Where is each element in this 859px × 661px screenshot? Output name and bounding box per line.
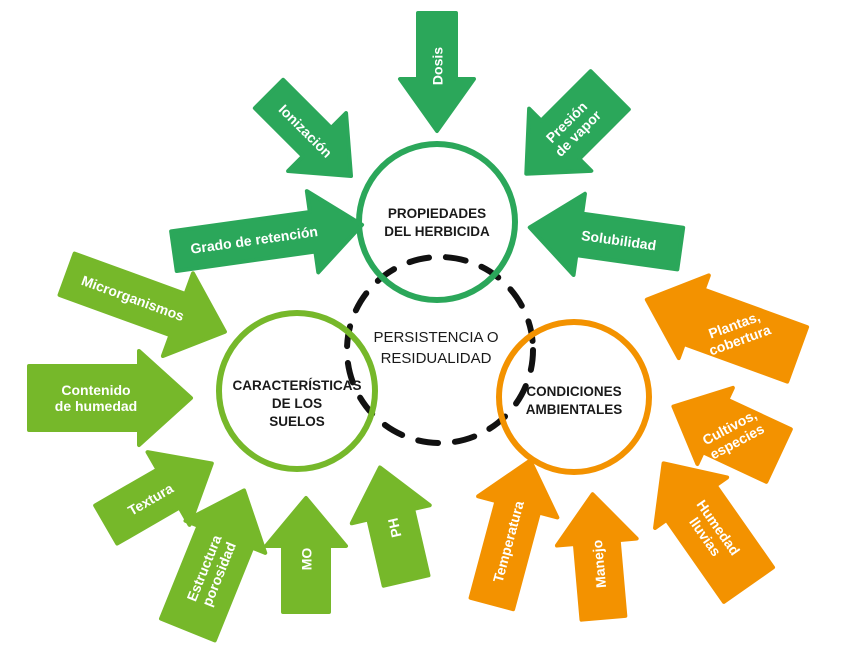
herbicide-label-line2: DEL HERBICIDA [384,224,490,239]
environment-circle [496,319,652,475]
soil-label-line2: DE LOS [272,396,322,411]
arrow-ph: PH [349,465,432,588]
arrow-estructura-porosidad: Estructuraporosidad [159,488,268,643]
arrow-cultivos-especies: Cultivos,especies [671,385,793,484]
arrow-manejo-shape [554,492,639,622]
arrow-humedad-lluvias: Humedadlluvias [653,461,776,604]
center-dashed-circle [344,254,536,446]
environment-label-line1: CONDICIONES [526,384,621,399]
arrow-label-line: Dosis [429,47,445,85]
arrow-ionizacion-shape [252,77,354,179]
arrow-dosis: Dosis [398,11,476,133]
arrow-estructura-porosidad-shape [159,488,268,643]
herbicide-circle [356,141,518,303]
arrow-presion-de-vapor: Presiónde vapor [524,69,631,176]
herbicide-label-line1: PROPIEDADES [388,206,486,221]
arrow-solubilidad-shape [527,191,686,277]
arrow-label-line: de humedad [55,398,137,414]
arrow-temperatura: Temperatura [468,458,560,612]
arrow-plantas-cobertura: Plantas,cobertura [644,273,810,384]
arrow-textura: Textura [93,450,214,546]
arrow-label-line: PH [385,516,405,539]
soil-label-line3: SUELOS [269,414,325,429]
center-label-line1: PERSISTENCIA O [373,329,498,346]
soil-label-line1: CARACTERÍSTICAS [232,378,361,393]
arrow-label-line: MO [299,548,315,571]
arrow-mo-label: MO [299,548,315,571]
arrow-microorganismos-shape [57,251,227,358]
arrow-solubilidad: Solubilidad [527,191,686,277]
arrow-ionizacion: Ionización [252,77,354,179]
arrow-label-line: Manejo [589,539,609,588]
arrow-dosis-label: Dosis [429,47,445,85]
arrow-manejo-label: Manejo [589,539,609,588]
environment-label-line2: AMBIENTALES [526,402,623,417]
soil-circle [216,310,378,472]
arrow-cultivos-especies-shape [671,385,793,484]
arrow-mo: MO [264,496,348,614]
arrow-mo-shape [264,496,348,614]
arrow-contenido-de-humedad-shape [27,349,193,447]
arrow-label-line: Contenido [61,382,130,398]
arrow-humedad-lluvias-shape [653,461,776,604]
center-label-line2: RESIDUALIDAD [381,350,492,367]
arrow-grado-de-retencion: Grado de retención [169,189,365,275]
arrow-plantas-cobertura-shape [644,273,810,384]
arrow-dosis-shape [398,11,476,133]
arrow-ph-shape [349,465,432,588]
arrow-textura-shape [93,450,214,546]
arrow-presion-de-vapor-shape [524,69,631,176]
arrow-grado-de-retencion-shape [169,189,365,275]
arrow-temperatura-shape [468,458,560,612]
arrow-ph-label: PH [385,516,405,539]
arrow-manejo: Manejo [554,492,639,622]
